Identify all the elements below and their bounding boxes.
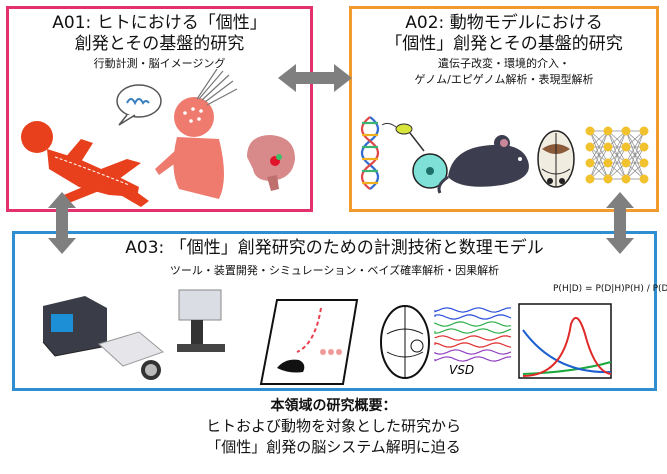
network-node (639, 126, 649, 136)
panel-a01-human: A01: ヒトにおける「個性」 創発とその基盤的研究 行動計測・脳イメージング (6, 6, 313, 212)
vsd-label: VSD (449, 363, 474, 377)
vsd-trace (434, 356, 512, 362)
speech-bubble-icon (116, 84, 162, 126)
network-node (585, 126, 595, 136)
a02-subtitle-line2: ゲノム/エピゲノム解析・表現型解析 (414, 73, 594, 86)
arrow-a02-a03 (606, 192, 634, 254)
bayes-formula: P(H|D) = P(D|H)P(H) / P(D) (553, 284, 667, 294)
summary-line2: 「個性」創発の脳システム解明に迫る (206, 438, 461, 456)
lying-baby-icon (21, 121, 149, 207)
network-node (639, 142, 649, 152)
a03-illustration: VSD (42, 289, 612, 385)
a02-title-line2: 「個性」創発とその基盤的研究 (385, 34, 623, 54)
vsd-trace (434, 328, 512, 334)
a03-title: A03: 「個性」創発研究のための計測技術と数理モデル (125, 238, 544, 258)
neural-network-icon (585, 126, 649, 184)
mouse-icon (437, 135, 529, 194)
vsd-trace (434, 335, 512, 341)
brain-recording-icon (380, 305, 430, 379)
a03-subtitle: ツール・装置開発・シミュレーション・ベイズ確率解析・因果解析 (169, 264, 500, 277)
vsd-traces (434, 307, 512, 362)
summary: 本領域の研究概要： ヒトおよび動物を対象とした研究から 「個性」創発の脳システム… (0, 397, 667, 458)
network-node (603, 158, 613, 168)
a02-title-line1: A02: 動物モデルにおける (405, 13, 603, 33)
insect-brain-icon (537, 130, 575, 188)
vsd-trace (434, 307, 512, 313)
network-node (585, 158, 595, 168)
a01-illustration (21, 68, 295, 207)
vsd-trace (434, 349, 512, 355)
network-node (621, 142, 631, 152)
behavior-arena-icon (259, 299, 359, 385)
a02-subtitle-line1: 遺伝子改変・環境的介入・ (438, 57, 570, 70)
network-node (621, 126, 631, 136)
network-node (639, 174, 649, 184)
dna-icon (360, 116, 380, 190)
arrow-a01-a02 (278, 64, 352, 92)
panel-a03-methods: A03: 「個性」創発研究のための計測技術と数理モデル ツール・装置開発・シミュ… (12, 231, 667, 391)
network-node (585, 174, 595, 184)
a02-illustration (360, 116, 649, 194)
network-node (603, 142, 613, 152)
bayes-plot (518, 303, 612, 379)
vsd-trace (434, 321, 512, 327)
arrow-a01-a03 (48, 192, 76, 254)
summary-line1: ヒトおよび動物を対象とした研究から (205, 417, 461, 435)
imaging-device-icon (42, 296, 108, 357)
network-node (639, 158, 649, 168)
brain-icon (247, 135, 295, 191)
eeg-baby-icon (155, 68, 238, 199)
a01-subtitle: 行動計測・脳イメージング (93, 57, 226, 70)
vsd-trace (434, 342, 512, 348)
vsd-trace (434, 314, 512, 320)
network-node (603, 126, 613, 136)
a01-title-line2: 創発とその基盤的研究 (74, 34, 245, 54)
network-node (585, 142, 595, 152)
panel-a02-animal: A02: 動物モデルにおける 「個性」創発とその基盤的研究 遺伝子改変・環境的介… (349, 6, 659, 212)
network-node (621, 174, 631, 184)
sample-plate-icon (98, 331, 164, 380)
a01-title-line1: A01: ヒトにおける「個性」 (52, 13, 267, 33)
fertilization-icon (381, 122, 448, 189)
network-node (621, 158, 631, 168)
microscope-icon (177, 289, 225, 352)
network-node (603, 174, 613, 184)
summary-heading: 本領域の研究概要： (270, 398, 397, 414)
